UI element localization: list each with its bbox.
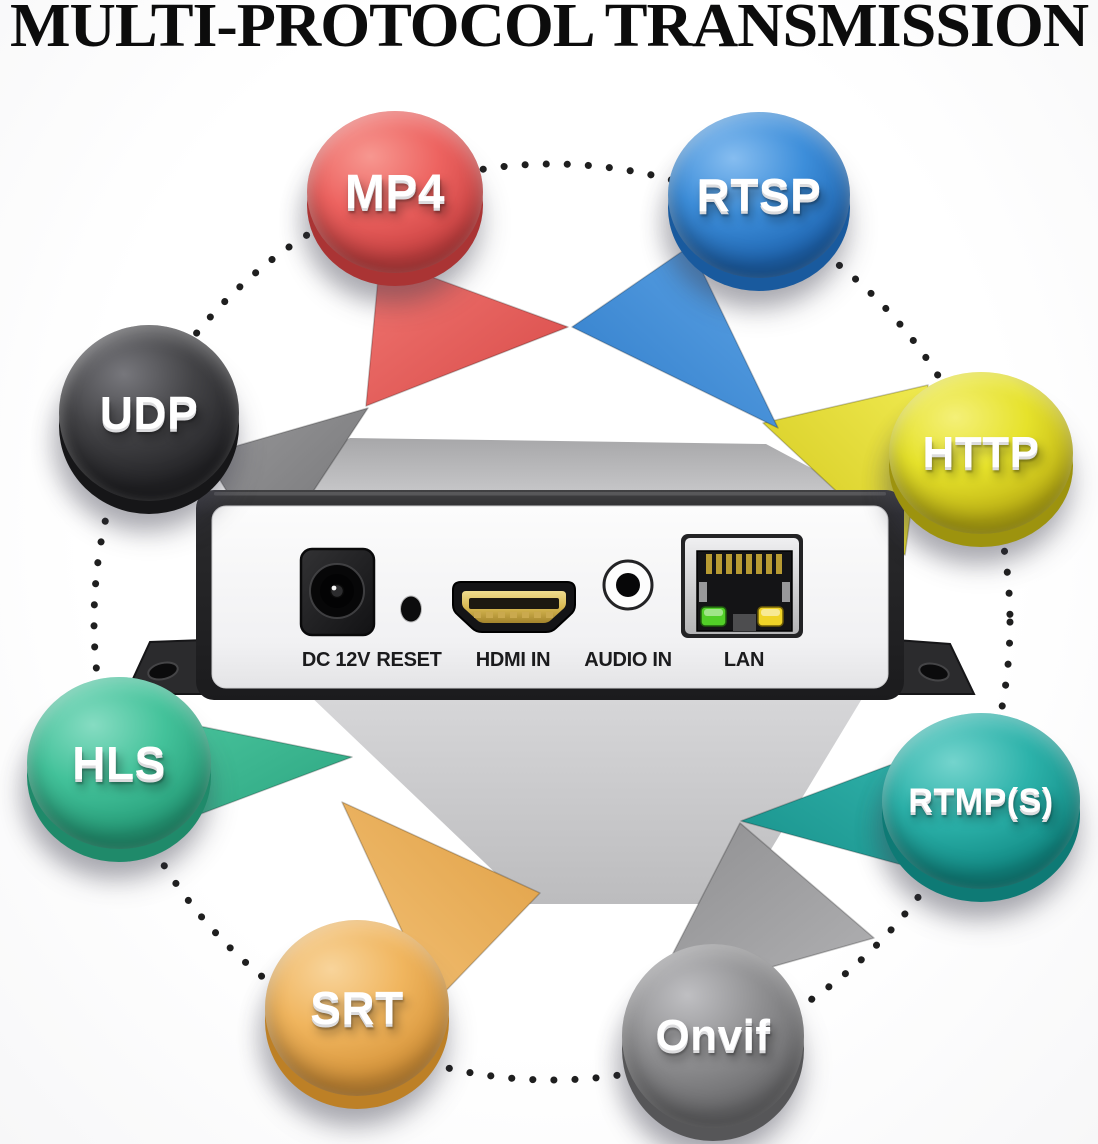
device-frame-highlight bbox=[214, 492, 886, 496]
protocol-badge-udp: UDP bbox=[59, 325, 239, 514]
reset-hole bbox=[400, 595, 422, 623]
dc-power-port bbox=[299, 547, 376, 637]
badge-face: MP4 bbox=[307, 111, 483, 273]
badge-face: HTTP bbox=[889, 372, 1073, 534]
protocol-badge-http: HTTP bbox=[889, 372, 1073, 547]
badge-face: Onvif bbox=[622, 944, 804, 1128]
lan-led-link bbox=[700, 606, 727, 627]
badge-face: RTMP(S) bbox=[882, 713, 1080, 889]
dotted-ring bbox=[90, 160, 1014, 1084]
badge-face: RTSP bbox=[668, 112, 850, 278]
protocol-badge-mp4: MP4 bbox=[307, 111, 483, 286]
wedge-mp4 bbox=[365, 257, 569, 407]
lan-port bbox=[681, 534, 803, 638]
lan-pins bbox=[706, 554, 782, 574]
badge-face: SRT bbox=[265, 920, 449, 1096]
port-label-reset: RESET bbox=[376, 649, 441, 671]
mount-ear-right-hole bbox=[918, 662, 950, 682]
port-label-hdmi: HDMI IN bbox=[476, 649, 551, 671]
protocol-label-mp4: MP4 bbox=[344, 165, 446, 219]
protocol-label-udp: UDP bbox=[99, 387, 199, 439]
encoder-device: DC 12V RESET HDMI IN AUDIO IN LAN bbox=[124, 490, 976, 700]
protocol-badge-rtmps: RTMP(S) bbox=[882, 713, 1080, 902]
wedge-rtsp bbox=[571, 245, 779, 429]
protocol-badge-onvif: Onvif bbox=[622, 944, 804, 1141]
hdmi-port bbox=[452, 581, 576, 633]
protocol-label-onvif: Onvif bbox=[655, 1011, 771, 1060]
protocol-badge-hls: HLS bbox=[27, 677, 211, 862]
badge-face: UDP bbox=[59, 325, 239, 501]
protocol-badge-rtsp: RTSP bbox=[668, 112, 850, 291]
badge-face: HLS bbox=[27, 677, 211, 849]
port-label-lan: LAN bbox=[724, 649, 764, 671]
protocol-label-http: HTTP bbox=[922, 428, 1040, 477]
port-label-audio: AUDIO IN bbox=[584, 649, 672, 671]
port-labels: DC 12V RESET HDMI IN AUDIO IN LAN bbox=[302, 649, 765, 671]
protocol-label-rtsp: RTSP bbox=[696, 169, 822, 221]
protocol-badge-srt: SRT bbox=[265, 920, 449, 1109]
protocol-label-rtmps: RTMP(S) bbox=[908, 781, 1054, 820]
protocol-label-srt: SRT bbox=[310, 982, 404, 1034]
page-title: MULTI-PROTOCOL TRANSMISSION bbox=[10, 0, 1088, 60]
port-label-dc: DC 12V bbox=[302, 649, 371, 671]
wedge-srt bbox=[341, 801, 541, 1003]
mount-ear-left-hole bbox=[147, 661, 179, 681]
protocol-label-hls: HLS bbox=[72, 737, 166, 789]
audio-in-port bbox=[602, 559, 654, 611]
